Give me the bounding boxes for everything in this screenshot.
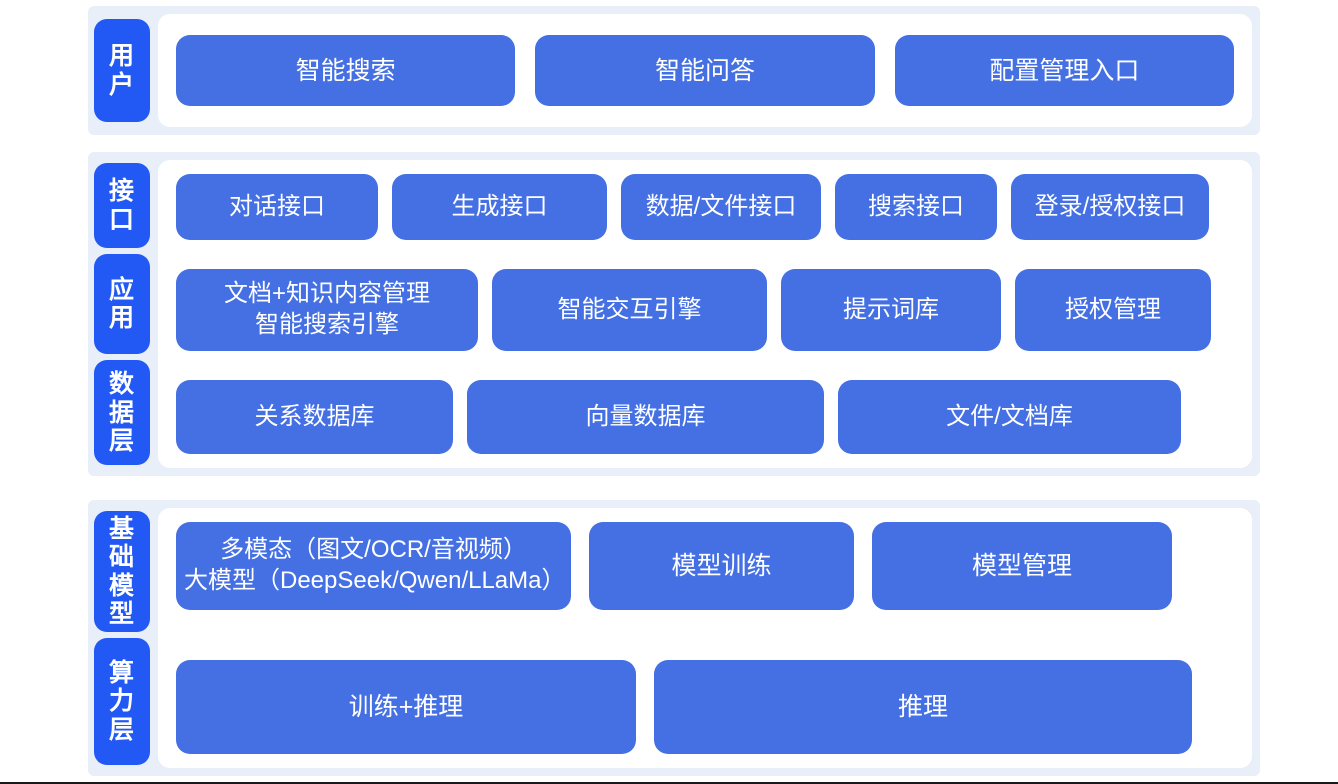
layer-tab-foundation-model-label: 基础模型 (108, 515, 135, 628)
panel-base: 多模态（图文/OCR/音视频） 大模型（DeepSeek/Qwen/LLaMa）… (158, 508, 1252, 768)
section-user: 用户 智能搜索 智能问答 配置管理入口 (88, 6, 1260, 135)
card-smart-qa[interactable]: 智能问答 (535, 35, 875, 106)
section-base: 基础模型 算力层 多模态（图文/OCR/音视频） 大模型（DeepSeek/Qw… (88, 500, 1260, 776)
card-model-management[interactable]: 模型管理 (872, 522, 1172, 610)
layer-tab-data[interactable]: 数据层 (94, 360, 150, 465)
layer-tab-application-label: 应用 (108, 276, 135, 333)
layer-tab-application[interactable]: 应用 (94, 254, 150, 355)
card-file-document-store[interactable]: 文件/文档库 (838, 380, 1181, 454)
card-generation-api[interactable]: 生成接口 (392, 174, 607, 240)
layer-tab-user-label: 用户 (108, 42, 135, 99)
bottom-divider (0, 782, 1338, 784)
card-multimodal-large-model[interactable]: 多模态（图文/OCR/音视频） 大模型（DeepSeek/Qwen/LLaMa） (176, 522, 571, 610)
layer-tab-user[interactable]: 用户 (94, 19, 150, 122)
tab-column-base: 基础模型 算力层 (88, 500, 152, 776)
layer-tab-interface-label: 接口 (108, 177, 135, 234)
row-compute: 训练+推理 推理 (176, 660, 1234, 754)
card-data-file-api[interactable]: 数据/文件接口 (621, 174, 821, 240)
card-relational-database[interactable]: 关系数据库 (176, 380, 453, 454)
row-model: 多模态（图文/OCR/音视频） 大模型（DeepSeek/Qwen/LLaMa）… (176, 522, 1234, 610)
card-vector-database[interactable]: 向量数据库 (467, 380, 824, 454)
row-application: 文档+知识内容管理 智能搜索引擎 智能交互引擎 提示词库 授权管理 (176, 269, 1234, 351)
card-search-api[interactable]: 搜索接口 (835, 174, 997, 240)
card-prompt-library[interactable]: 提示词库 (781, 269, 1001, 351)
row-user-entries: 智能搜索 智能问答 配置管理入口 (158, 35, 1252, 106)
card-config-management-entry[interactable]: 配置管理入口 (894, 35, 1234, 106)
panel-user: 智能搜索 智能问答 配置管理入口 (158, 14, 1252, 127)
row-data: 关系数据库 向量数据库 文件/文档库 (176, 380, 1234, 454)
layer-tab-compute[interactable]: 算力层 (94, 638, 150, 765)
tab-column-user: 用户 (88, 6, 152, 135)
card-smart-search[interactable]: 智能搜索 (176, 35, 516, 106)
row-interface: 对话接口 生成接口 数据/文件接口 搜索接口 登录/授权接口 (176, 174, 1234, 240)
card-dialog-api[interactable]: 对话接口 (176, 174, 378, 240)
layer-tab-interface[interactable]: 接口 (94, 163, 150, 249)
panel-middle: 对话接口 生成接口 数据/文件接口 搜索接口 登录/授权接口 文档+知识内容管理… (158, 160, 1252, 468)
tab-column-middle: 接口 应用 数据层 (88, 152, 152, 476)
card-authorization-management[interactable]: 授权管理 (1015, 269, 1211, 351)
card-training-plus-inference[interactable]: 训练+推理 (176, 660, 636, 754)
layer-tab-foundation-model[interactable]: 基础模型 (94, 511, 150, 633)
section-middle: 接口 应用 数据层 对话接口 生成接口 数据/文件接口 搜索接口 登录/授权接口… (88, 152, 1260, 476)
card-login-auth-api[interactable]: 登录/授权接口 (1011, 174, 1209, 240)
card-document-knowledge-management[interactable]: 文档+知识内容管理 智能搜索引擎 (176, 269, 478, 351)
layer-tab-data-label: 数据层 (108, 370, 135, 455)
card-inference[interactable]: 推理 (654, 660, 1192, 754)
layer-tab-compute-label: 算力层 (108, 659, 135, 744)
card-smart-interaction-engine[interactable]: 智能交互引擎 (492, 269, 767, 351)
card-model-training[interactable]: 模型训练 (589, 522, 854, 610)
